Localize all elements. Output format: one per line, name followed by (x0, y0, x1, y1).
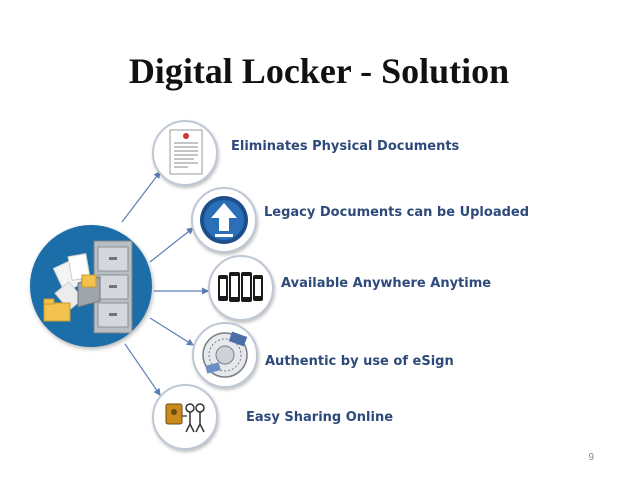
filing-cabinet-hub (30, 225, 152, 347)
mobile-devices-circle (208, 255, 274, 321)
feature-label-1: Eliminates Physical Documents (231, 139, 460, 154)
document-icon (169, 129, 203, 175)
connector-1 (121, 171, 161, 223)
upload-circle (191, 187, 257, 253)
connector-4 (149, 317, 195, 346)
upload-arrow-icon (200, 196, 248, 244)
mobile-devices-icon (218, 272, 263, 302)
feature-label-5: Easy Sharing Online (246, 410, 394, 425)
connector-5 (124, 343, 161, 396)
filing-cabinet-icon (43, 240, 133, 334)
sharing-circle (152, 384, 218, 450)
seal-stamp-icon (202, 331, 248, 378)
connector-2 (149, 227, 194, 263)
feature-label-4: Authentic by use of eSign (265, 354, 454, 369)
feature-label-3: Available Anywhere Anytime (281, 276, 492, 291)
document-circle (152, 120, 218, 186)
sharing-people-icon (165, 403, 205, 433)
feature-label-2: Legacy Documents can be Uploaded (264, 205, 530, 220)
slide-title: Digital Locker - Solution (128, 51, 510, 91)
seal-circle (192, 322, 258, 388)
page-number: 9 (588, 452, 594, 463)
